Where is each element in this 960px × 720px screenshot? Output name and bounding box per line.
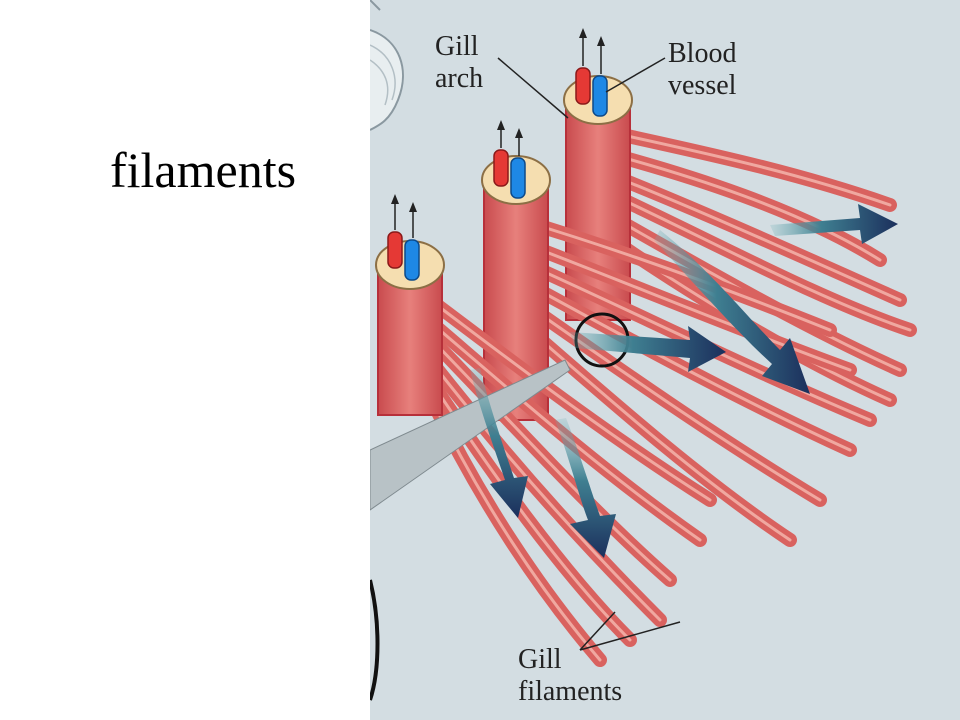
filament-highlight [596, 168, 902, 302]
flow-arrow-down-left [470, 368, 528, 518]
filament-highlight [598, 128, 892, 207]
leader-gill-filaments-b [579, 621, 681, 651]
gill-arch-1 [375, 194, 445, 416]
filament-highlight [513, 238, 852, 372]
filament-highlight [428, 358, 662, 622]
leader-gill-arch [497, 57, 569, 119]
filament-highlight [430, 338, 672, 582]
vessel-blue [510, 157, 526, 199]
filament-group-middle [508, 213, 877, 547]
pointer-wedge [370, 359, 571, 511]
leader-blood-vessel [605, 57, 666, 93]
artery-red [575, 67, 591, 105]
filament-highlight [428, 298, 712, 502]
label-blood-vessel: Blood vessel [668, 38, 743, 101]
filament-highlight [600, 188, 912, 332]
filament-group-back [588, 123, 917, 407]
flow-arrow-diagonal [654, 230, 810, 394]
label-gill-filaments: Gill filaments [518, 644, 622, 707]
flow-arrow-right-top [770, 204, 898, 244]
filament-highlight [518, 218, 832, 332]
filament-highlight [518, 298, 822, 502]
vessel-blue [592, 75, 608, 117]
leader-gill-filaments-a [579, 611, 616, 651]
label-gill-arch: Gill arch [435, 31, 486, 94]
opercular-edge [370, 579, 380, 701]
flow-arrow-down-right [555, 418, 616, 558]
vessel-blue [404, 239, 420, 281]
gill-diagram: Gill arch Blood vessel Gill filaments [370, 0, 960, 720]
filament-highlight [516, 318, 792, 542]
slide-title: filaments [110, 142, 297, 198]
water-flow-arrows [470, 204, 898, 558]
flow-arrow-right-middle [570, 326, 726, 372]
artery-red [387, 231, 403, 269]
filament-highlight [518, 278, 852, 452]
filament-highlight [593, 148, 882, 262]
filament-highlight [426, 318, 702, 542]
artery-red [493, 149, 509, 187]
